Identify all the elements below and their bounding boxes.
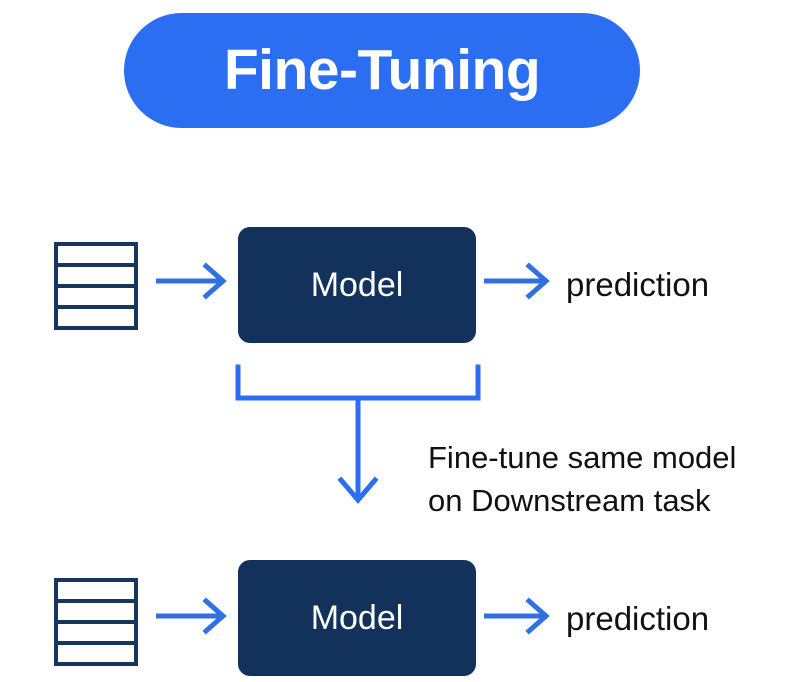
arrow-down-icon xyxy=(337,398,379,504)
bracket-down-icon xyxy=(235,364,481,401)
arrow-right-icon-top-out xyxy=(484,262,550,300)
transition-caption-line-2: on Downstream task xyxy=(428,483,711,518)
table-row xyxy=(58,267,134,288)
table-row xyxy=(58,246,134,267)
prediction-label-bottom: prediction xyxy=(566,600,710,637)
table-row xyxy=(58,603,134,624)
table-row xyxy=(58,645,134,662)
table-row xyxy=(58,288,134,309)
transition-caption: Fine-tune same model on Downstream task xyxy=(428,436,788,522)
page-title: Fine-Tuning xyxy=(223,38,541,102)
model-box-top: Model xyxy=(238,227,476,343)
arrow-right-icon-top-in xyxy=(156,262,227,300)
dataset-table-icon-top xyxy=(54,242,138,330)
title-pill: Fine-Tuning xyxy=(124,13,640,128)
arrow-right-icon-bottom-out xyxy=(484,597,550,635)
dataset-table-icon-bottom xyxy=(54,578,138,666)
table-row xyxy=(58,624,134,645)
table-row xyxy=(58,582,134,603)
transition-caption-line-1: Fine-tune same model xyxy=(428,440,737,475)
model-box-bottom: Model xyxy=(238,560,476,676)
prediction-label-top: prediction xyxy=(566,266,710,303)
model-box-bottom-label: Model xyxy=(310,599,404,637)
model-box-top-label: Model xyxy=(310,266,404,304)
table-row xyxy=(58,309,134,326)
arrow-right-icon-bottom-in xyxy=(156,597,227,635)
